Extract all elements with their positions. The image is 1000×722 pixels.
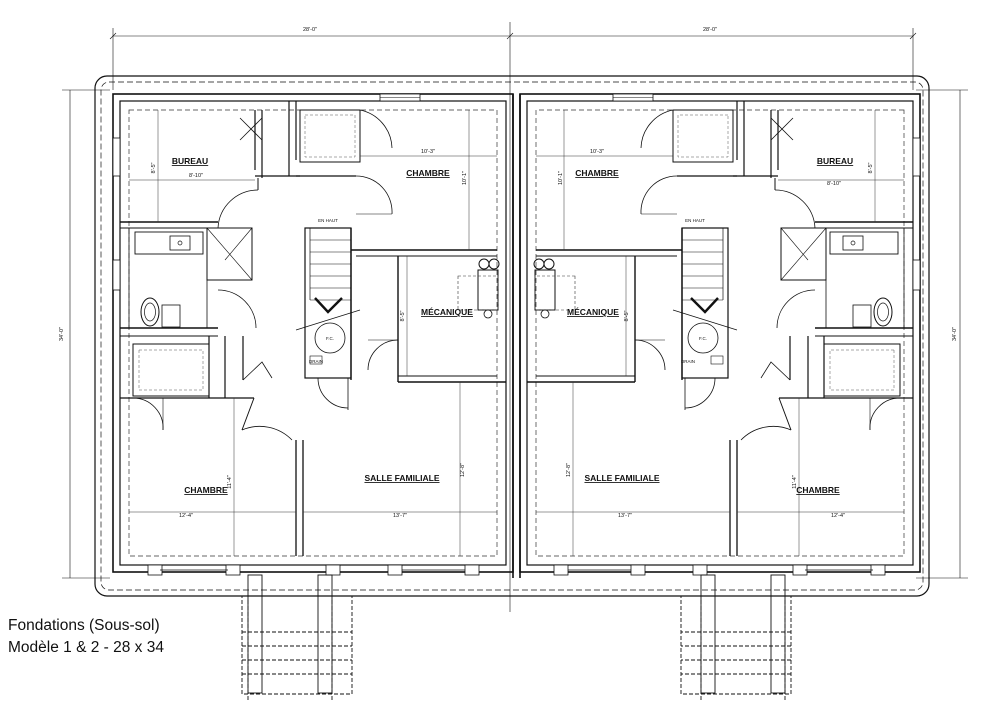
room-bureau-right: BUREAU xyxy=(817,156,853,166)
unit-left xyxy=(111,92,515,702)
dim-chambre-bottom-w-right: 12'-4" xyxy=(831,513,845,519)
room-chambre-bottom-left: CHAMBRE xyxy=(184,485,228,495)
dim-mecanique-d-right: 8'-5" xyxy=(624,310,630,321)
left-depth-dim: 34'-0" xyxy=(59,327,65,341)
caption-model: Modèle 1 & 2 - 28 x 34 xyxy=(8,639,164,656)
room-chambre-top-right: CHAMBRE xyxy=(575,168,619,178)
room-salle-right: SALLE FAMILIALE xyxy=(584,473,659,483)
dim-bureau-w-right: 8'-10" xyxy=(827,181,841,187)
room-salle-left: SALLE FAMILIALE xyxy=(364,473,439,483)
dim-mecanique-d-left: 8'-5" xyxy=(400,310,406,321)
unit-right xyxy=(518,92,922,702)
dim-chambre-bottom-d-right: 11'-4" xyxy=(792,475,798,489)
stair-up-left: EN HAUT xyxy=(318,218,338,223)
top-dim-right: 28'-0" xyxy=(703,27,717,33)
dim-bureau-w-left: 8'-10" xyxy=(189,173,203,179)
room-mecanique-left: MÉCANIQUE xyxy=(421,307,473,317)
right-depth-dim: 34'-0" xyxy=(952,327,958,341)
drain-right: DRAIN xyxy=(681,359,695,364)
room-bureau-left: BUREAU xyxy=(172,156,208,166)
dim-chambre-bottom-w-left: 12'-4" xyxy=(179,513,193,519)
plan-caption: Fondations (Sous-sol) Modèle 1 & 2 - 28 … xyxy=(8,615,164,659)
drain-left: DRAIN xyxy=(309,359,323,364)
fc-left: F.C. xyxy=(326,336,334,341)
foundation-outline xyxy=(94,75,930,597)
dim-chambre-top-d-right: 10'-1" xyxy=(558,171,564,185)
dim-chambre-top-w-left: 10'-3" xyxy=(421,149,435,155)
dim-chambre-top-w-right: 10'-3" xyxy=(590,149,604,155)
caption-title: Fondations (Sous-sol) xyxy=(8,617,160,634)
stair-up-right: EN HAUT xyxy=(685,218,705,223)
top-dim-left: 28'-0" xyxy=(303,27,317,33)
dim-salle-d-right: 12'-8" xyxy=(566,463,572,477)
dim-salle-w-right: 13'-7" xyxy=(618,513,632,519)
dim-salle-w-left: 13'-7" xyxy=(393,513,407,519)
dim-chambre-bottom-d-left: 11'-4" xyxy=(227,475,233,489)
room-chambre-bottom-right: CHAMBRE xyxy=(796,485,840,495)
fc-right: F.C. xyxy=(699,336,707,341)
dim-bureau-d-left: 8'-5" xyxy=(151,162,157,173)
room-mecanique-right: MÉCANIQUE xyxy=(567,307,619,317)
dim-bureau-d-right: 8'-5" xyxy=(868,162,874,173)
room-chambre-top-left: CHAMBRE xyxy=(406,168,450,178)
dim-chambre-top-d-left: 10'-1" xyxy=(462,171,468,185)
dim-salle-d-left: 12'-8" xyxy=(460,463,466,477)
